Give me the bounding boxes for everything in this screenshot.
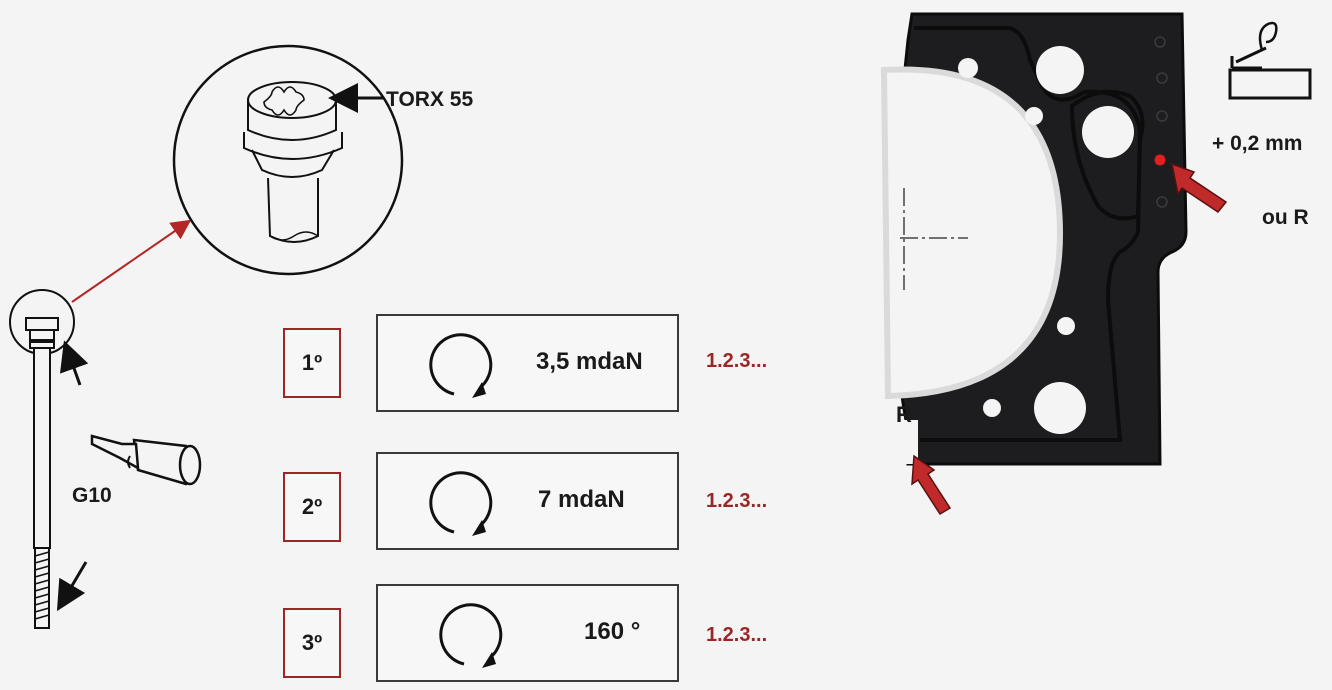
red-pointer-arrow (1171, 162, 1228, 214)
step-value-3: 160 ° (584, 618, 641, 645)
rotation-clockwise-icon (429, 471, 493, 536)
pointer-arrow (59, 340, 89, 386)
step-sequence-2: 1.2.3... (706, 490, 768, 512)
step-box-1: 3,5 mdaN (376, 314, 679, 412)
step-sequence-3: 1.2.3... (706, 624, 768, 646)
step-number-3: 3º (283, 608, 341, 678)
torx-bolt-head-icon (172, 44, 404, 276)
bolt-icon (9, 289, 75, 629)
step-box-2: 7 mdaN (376, 452, 679, 550)
step-value-1: 3,5 mdaN (536, 348, 643, 375)
step-number-2: 2º (283, 472, 341, 542)
torx-size-label: TORX 55 (386, 88, 474, 111)
screw-ref-label: G10 (72, 484, 112, 507)
step-number-1: 1º (283, 328, 341, 398)
rotation-clockwise-icon (439, 603, 503, 668)
gasket-diagram (880, 12, 1188, 466)
alt-mark-label: ou R (1262, 206, 1309, 229)
step-sequence-1: 1.2.3... (706, 350, 768, 372)
thickness-label: + 0,2 mm (1212, 132, 1303, 155)
rotation-clockwise-icon (429, 333, 493, 398)
step-box-3: 160 ° (376, 584, 679, 682)
pointer-arrow (56, 561, 88, 612)
magnify-leader-line (71, 219, 192, 303)
gasket-mark-label: R (896, 402, 912, 427)
step-value-2: 7 mdaN (538, 486, 625, 513)
red-pointer-arrow (911, 454, 952, 516)
weld-symbol-icon (1228, 21, 1312, 100)
oil-can-icon (90, 434, 202, 486)
